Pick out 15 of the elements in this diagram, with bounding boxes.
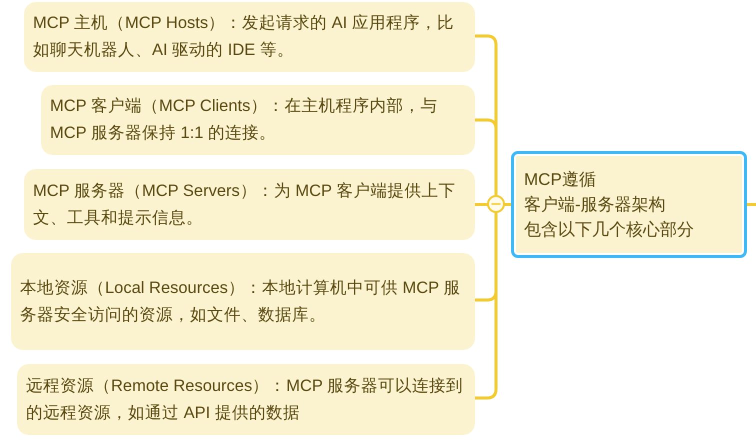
- central-topic-box: [511, 151, 747, 258]
- subtopic-box: [41, 85, 475, 155]
- topic-text: 包含以下几个核心部分: [524, 219, 695, 241]
- subtopic-box: [17, 364, 475, 435]
- branch-line: [747, 203, 756, 206]
- subtopic-box: [11, 253, 475, 350]
- subtopic-text: 本地资源（Local Resources）：本地计算机中可供 MCP 服务器安全访问的资源，如文件、数据库。: [20, 278, 462, 326]
- topic-text: 客户端-服务器架构: [524, 194, 667, 216]
- subtopic-text: MCP 服务器（MCP Servers）：为 MCP 客户端提供上下文、工具和提示信息。: [33, 180, 456, 228]
- subtopic-text: 远程资源（Remote Resources）：MCP 服务器可以连接到的远程资源，如通过 API 提供的数据: [26, 376, 464, 424]
- subtopic-text: MCP 主机（MCP Hosts）：发起请求的 AI 应用程序，比如聊天机器人、AI 驱动的 IDE 等。: [33, 13, 455, 61]
- subtopic-box: [24, 2, 475, 72]
- subtopic-box: [24, 169, 475, 240]
- subtopic-text: MCP 客户端（MCP Clients）：在主机程序内部，与 MCP 服务器保持 1:1 的连接。: [50, 96, 438, 144]
- topic-text: MCP遵循: [524, 169, 597, 191]
